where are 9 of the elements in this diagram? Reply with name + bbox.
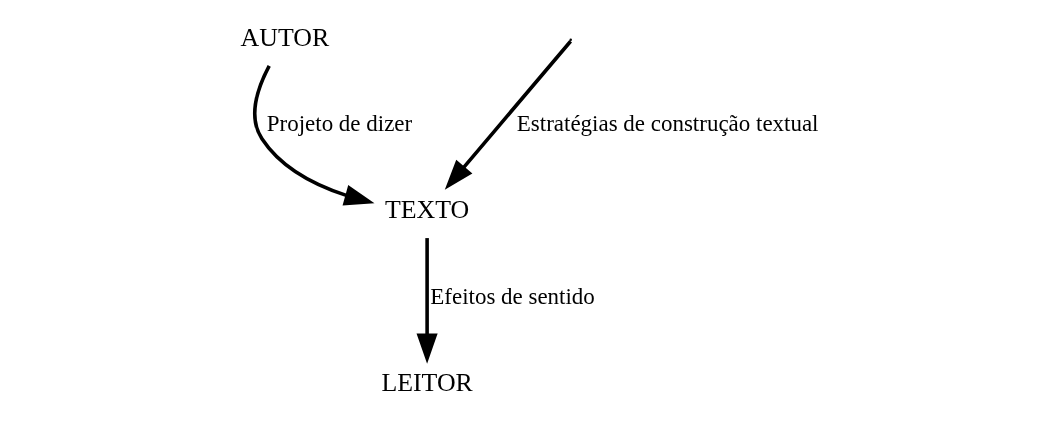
node-text: TEXTO xyxy=(384,195,470,225)
arrow xyxy=(253,65,375,206)
edge-label: Efeitos de sentido xyxy=(430,283,595,309)
edge-label: Projeto de dizer xyxy=(266,111,413,137)
arrow xyxy=(416,238,438,364)
edge-label: Estratégias de construção textual xyxy=(516,111,819,137)
node-text: AUTOR xyxy=(240,22,330,52)
arrow xyxy=(444,40,572,190)
node-text: LEITOR xyxy=(381,367,473,397)
